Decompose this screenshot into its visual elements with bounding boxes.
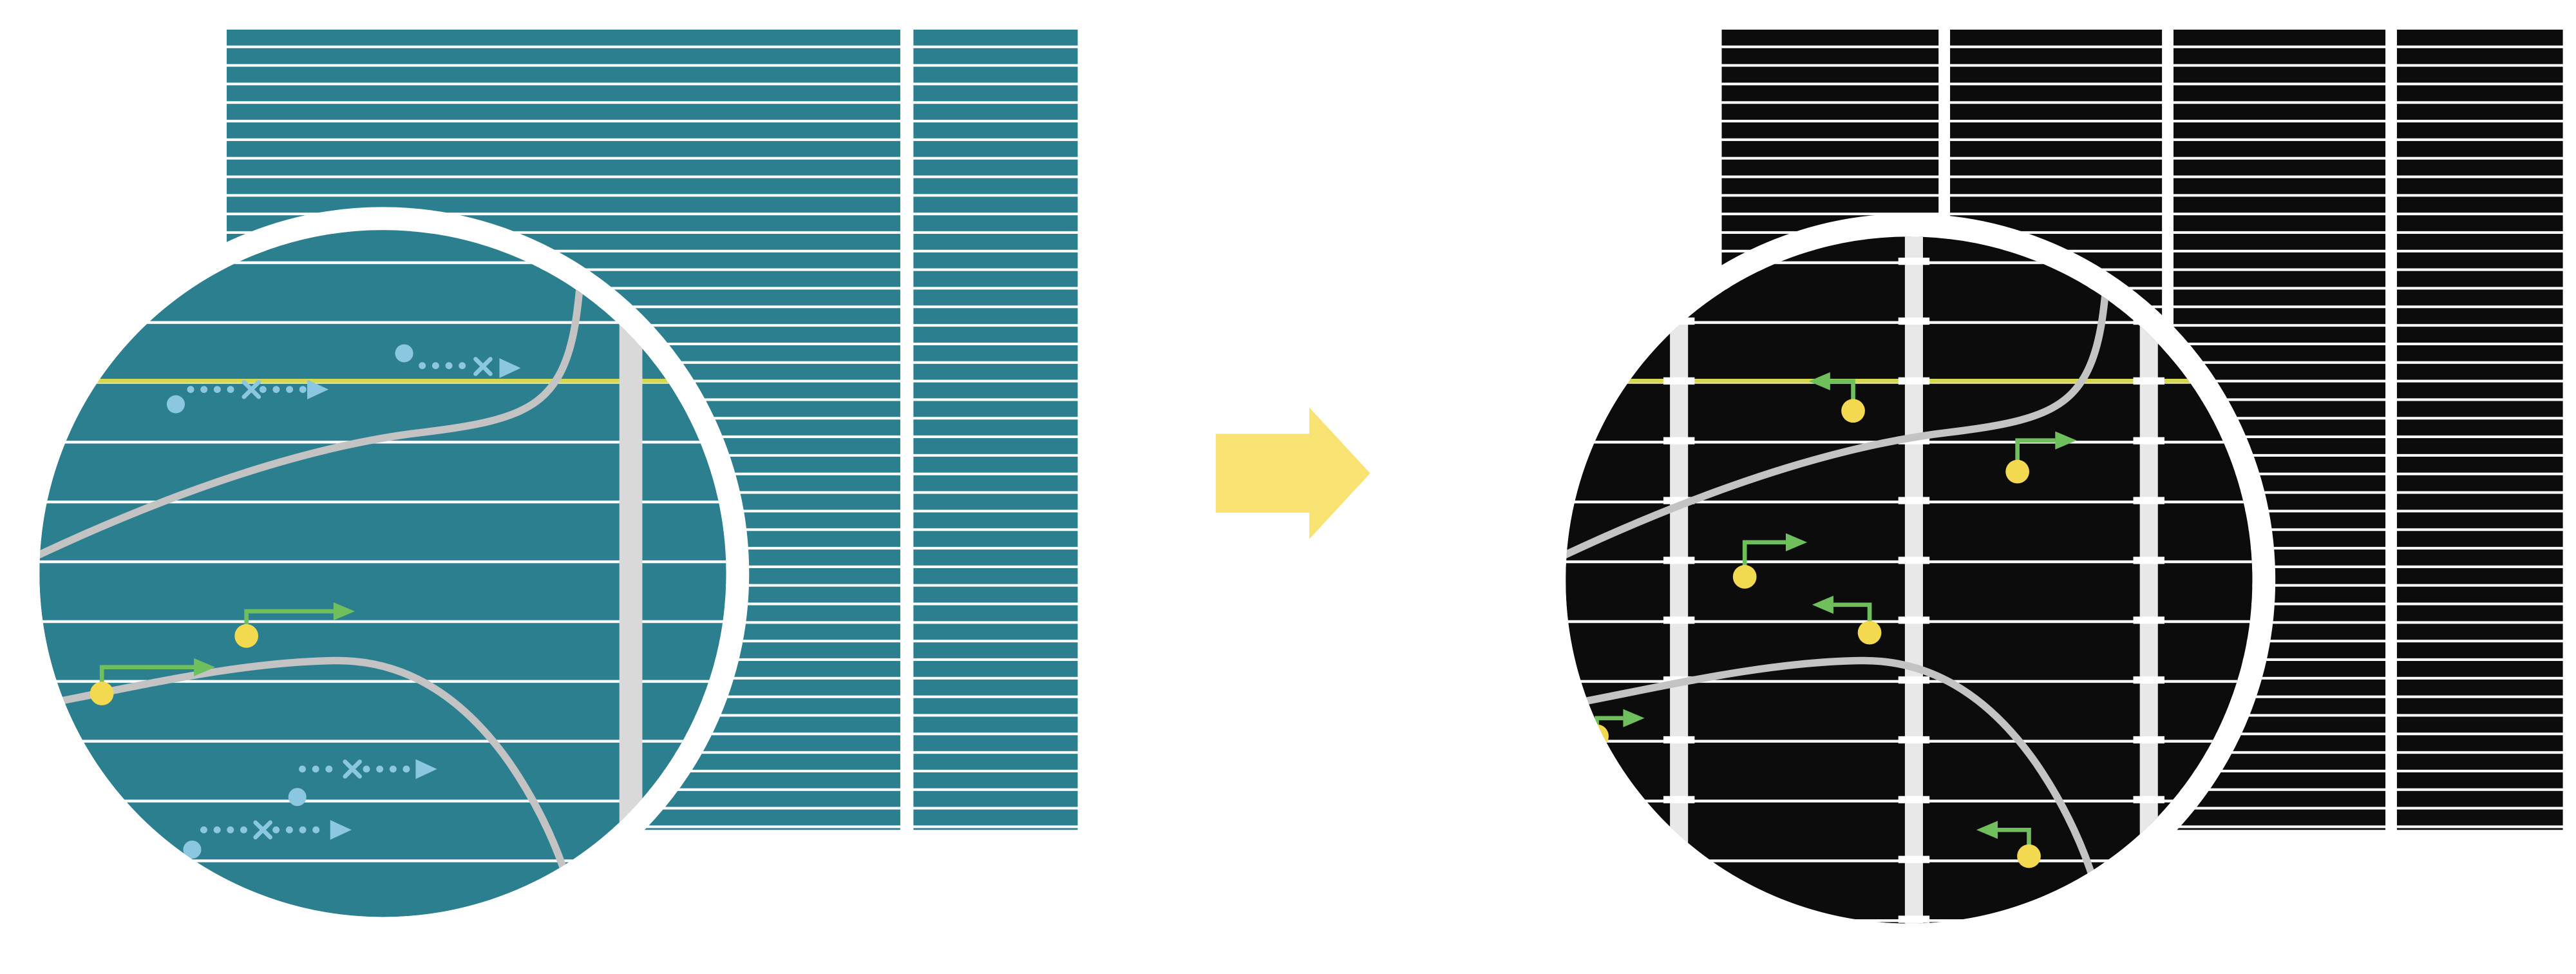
hole-path	[1812, 595, 1882, 645]
hole-arrowhead	[333, 602, 355, 621]
hole-arrowhead	[1812, 595, 1833, 614]
hole-arrowhead	[1785, 533, 1808, 551]
hole-dot	[1857, 620, 1882, 645]
electron-path	[395, 344, 521, 378]
left-cell-strip	[913, 29, 1078, 830]
grain-boundary-line	[1566, 656, 2108, 924]
left-zoom-background	[39, 230, 726, 917]
hole-path	[1732, 533, 1808, 589]
hole-dot	[2017, 844, 2041, 868]
electron-arrowhead	[330, 819, 352, 840]
busbar-tick-marks	[1663, 236, 1695, 924]
hole-path	[2005, 431, 2077, 484]
hole-dot	[2005, 459, 2030, 484]
right-zoom-group	[1542, 213, 2276, 947]
busbar-tick-marks	[1898, 236, 1930, 924]
hole-arrowhead	[194, 658, 216, 676]
hole-dot	[234, 624, 259, 648]
electron-path	[183, 819, 352, 859]
zoom-circle-ring	[1542, 213, 2276, 947]
hole-arrowhead	[2055, 431, 2077, 450]
hole-arrowhead	[1623, 709, 1645, 727]
grain-boundary-line	[1566, 236, 2118, 576]
electron-path	[166, 379, 329, 414]
x-mark-icon	[343, 759, 362, 779]
electron-arrowhead	[415, 759, 437, 779]
electron-path	[288, 759, 437, 807]
right-cell-segment	[2396, 29, 2563, 830]
electron-arrowhead	[499, 358, 521, 378]
hole-path	[1808, 372, 1865, 423]
left-zoom-content	[39, 230, 726, 917]
x-mark-icon	[242, 379, 261, 399]
hole-arrowhead	[1808, 372, 1830, 390]
hole-dot	[1841, 399, 1865, 423]
hole-dot	[90, 682, 114, 705]
zoom-busbar	[619, 230, 643, 917]
hole-path	[1976, 821, 2041, 868]
zoom-circle-ring	[16, 207, 750, 941]
right-zoom-content	[1566, 236, 2253, 924]
busbar-tick-marks	[2133, 236, 2164, 924]
left-zoom-group	[16, 207, 750, 941]
electron-dot	[395, 344, 413, 363]
x-mark-icon	[473, 357, 493, 376]
grain-boundary-line	[39, 230, 592, 576]
hole-path	[234, 602, 355, 648]
left-cell-group	[16, 29, 1078, 941]
x-mark-icon	[253, 820, 272, 840]
electron-dot	[166, 395, 185, 414]
electron-dot	[288, 788, 307, 807]
grain-boundary-line	[39, 656, 582, 917]
electron-dot	[183, 840, 202, 859]
right-cell-group	[1542, 29, 2563, 947]
hole-arrowhead	[1976, 821, 1998, 839]
electron-arrowhead	[307, 379, 329, 399]
transition-arrow	[1215, 407, 1370, 539]
hole-dot	[1732, 565, 1757, 589]
hole-path	[90, 658, 216, 705]
